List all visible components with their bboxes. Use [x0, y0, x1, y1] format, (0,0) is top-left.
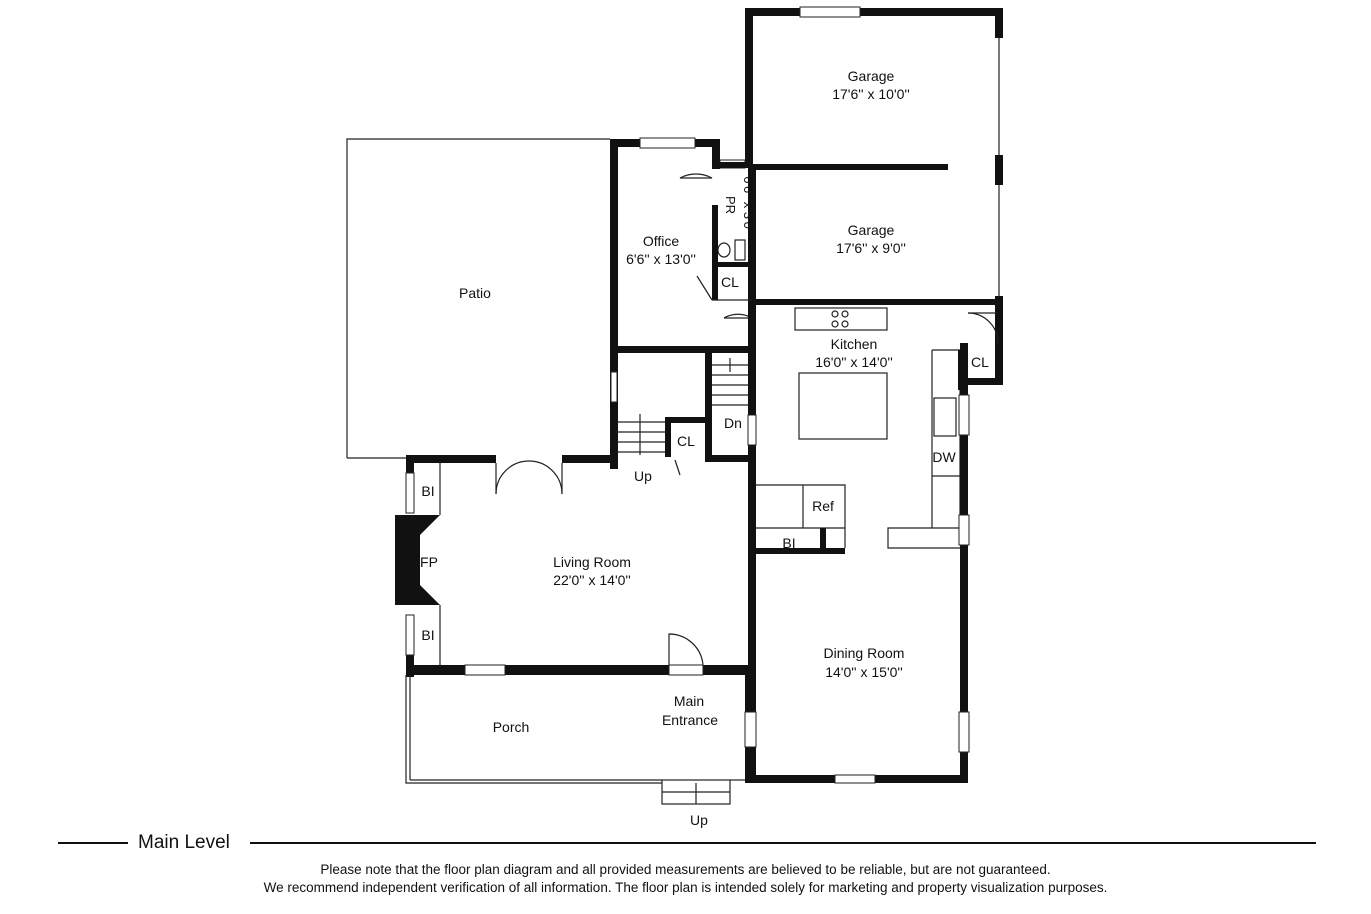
office-walls — [610, 137, 753, 469]
closet-kitchen-label: CL — [971, 354, 989, 370]
level-title: Main Level — [138, 832, 230, 853]
powder-room-dims: 6'6'' x 3'0'' — [741, 176, 756, 234]
garage-bottom-name: Garage — [848, 222, 895, 238]
disclaimer-line-1: Please note that the floor plan diagram … — [320, 862, 1051, 877]
patio-area — [346, 138, 610, 459]
garage-walls — [745, 6, 1003, 308]
level-rule-left — [58, 842, 128, 844]
stairs-down-label: Dn — [724, 415, 742, 431]
builtin-bottom-label: BI — [421, 627, 434, 643]
closet-office-label: CL — [721, 274, 739, 290]
dining-room-name: Dining Room — [824, 645, 905, 661]
builtin-top-label: BI — [421, 483, 434, 499]
main-entrance-line1: Main — [674, 693, 704, 709]
living-room-walls — [395, 455, 756, 677]
garage-top-name: Garage — [848, 68, 895, 84]
builtin-kitchen-label: BI — [782, 535, 795, 551]
kitchen-dims: 16'0'' x 14'0'' — [815, 354, 893, 370]
garage-bottom-dims: 17'6'' x 9'0'' — [836, 240, 906, 256]
stairs-up-inner-label: Up — [634, 468, 652, 484]
office-dims: 6'6'' x 13'0'' — [626, 251, 696, 267]
closet-stair-label: CL — [677, 433, 695, 449]
main-entrance-line2: Entrance — [662, 712, 718, 728]
level-rule-right — [250, 842, 1316, 844]
toilet-icon — [717, 239, 746, 261]
dining-room-dims: 14'0'' x 15'0'' — [825, 664, 903, 680]
garage-top-dims: 17'6'' x 10'0'' — [832, 86, 910, 102]
porch-area — [405, 672, 757, 805]
dishwasher-label: DW — [932, 449, 956, 465]
stairs-up-porch-label: Up — [690, 812, 708, 828]
kitchen-name: Kitchen — [831, 336, 878, 352]
living-room-name: Living Room — [553, 554, 631, 570]
refrigerator-label: Ref — [812, 498, 834, 514]
disclaimer-line-2: We recommend independent verification of… — [263, 880, 1108, 895]
powder-room-name: PR — [723, 196, 738, 214]
stair-area — [617, 305, 756, 476]
porch-name: Porch — [493, 719, 530, 735]
floor-plan: Garage 17'6'' x 10'0'' Garage 17'6'' x 9… — [346, 6, 1003, 828]
kitchen-dining-walls — [745, 305, 1003, 784]
living-room-dims: 22'0'' x 14'0'' — [553, 572, 631, 588]
office-name: Office — [643, 233, 680, 249]
patio-name: Patio — [459, 285, 491, 301]
fireplace-label: FP — [420, 554, 438, 570]
